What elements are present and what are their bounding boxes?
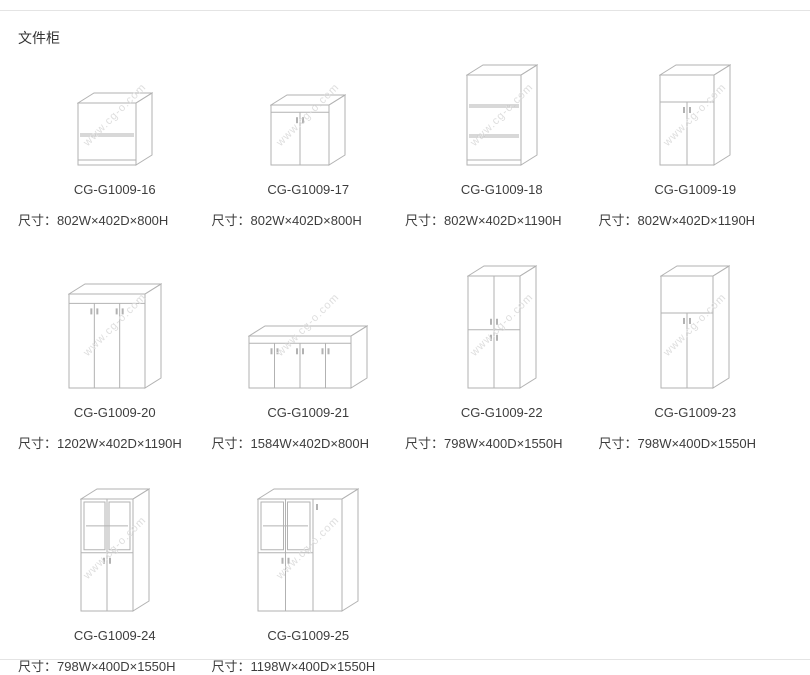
cabinet-drawing	[465, 64, 538, 166]
product-card[interactable]: www.cg-o.com CG-G1009-16 尺寸：802W×402D×80…	[18, 64, 212, 229]
cabinet-drawing	[76, 92, 153, 166]
product-model: CG-G1009-25	[267, 628, 350, 643]
product-figure: www.cg-o.com	[18, 484, 212, 612]
cabinet-drawing	[660, 265, 731, 389]
product-size: 尺寸：798W×400D×1550H	[405, 436, 563, 451]
product-figure: www.cg-o.com	[18, 64, 212, 166]
product-model: CG-G1009-20	[73, 405, 156, 420]
top-divider	[0, 10, 810, 11]
product-card[interactable]: www.cg-o.com CG-G1009-23 尺寸：798W×400D×15…	[599, 261, 793, 452]
product-figure: www.cg-o.com	[599, 261, 793, 389]
product-size: 尺寸：1584W×402D×800H	[211, 436, 370, 451]
product-model: CG-G1009-17	[267, 182, 350, 197]
product-model: CG-G1009-23	[654, 405, 737, 420]
product-card[interactable]: www.cg-o.com CG-G1009-24 尺寸：798W×400D×15…	[18, 484, 212, 675]
product-size: 尺寸：802W×402D×800H	[18, 213, 169, 228]
product-card[interactable]: www.cg-o.com CG-G1009-22 尺寸：798W×400D×15…	[405, 261, 599, 452]
product-card[interactable]: www.cg-o.com CG-G1009-20 尺寸：1202W×402D×1…	[18, 261, 212, 452]
product-model: CG-G1009-19	[654, 182, 737, 197]
product-card[interactable]: www.cg-o.com CG-G1009-18 尺寸：802W×402D×11…	[405, 64, 599, 229]
bottom-divider	[0, 659, 810, 660]
cabinet-drawing	[466, 265, 537, 389]
product-model: CG-G1009-21	[267, 405, 350, 420]
product-card[interactable]: www.cg-o.com CG-G1009-25 尺寸：1198W×400D×1…	[212, 484, 406, 675]
product-model: CG-G1009-16	[73, 182, 156, 197]
cabinet-drawing	[67, 283, 162, 389]
product-size: 尺寸：798W×400D×1550H	[598, 436, 757, 451]
cabinet-drawing	[270, 94, 347, 166]
product-figure: www.cg-o.com	[599, 64, 793, 166]
cabinet-drawing	[257, 488, 360, 612]
product-size: 尺寸：1202W×402D×1190H	[18, 436, 182, 451]
product-card[interactable]: www.cg-o.com CG-G1009-17 尺寸：802W×402D×80…	[212, 64, 406, 229]
product-figure: www.cg-o.com	[405, 261, 599, 389]
product-size: 尺寸：802W×402D×1190H	[598, 213, 756, 228]
product-card[interactable]: www.cg-o.com CG-G1009-19 尺寸：802W×402D×11…	[599, 64, 793, 229]
product-figure: www.cg-o.com	[212, 261, 406, 389]
cabinet-drawing	[659, 64, 732, 166]
category-title: 文件柜	[18, 30, 60, 46]
product-size: 尺寸：802W×402D×800H	[211, 213, 362, 228]
product-model: CG-G1009-18	[460, 182, 543, 197]
product-figure: www.cg-o.com	[212, 64, 406, 166]
product-figure: www.cg-o.com	[405, 64, 599, 166]
product-model: CG-G1009-22	[460, 405, 543, 420]
product-figure: www.cg-o.com	[212, 484, 406, 612]
cabinet-drawing	[248, 325, 369, 389]
product-grid: www.cg-o.com CG-G1009-16 尺寸：802W×402D×80…	[18, 64, 792, 675]
cabinet-drawing	[79, 488, 150, 612]
product-card[interactable]: www.cg-o.com CG-G1009-21 尺寸：1584W×402D×8…	[212, 261, 406, 452]
product-model: CG-G1009-24	[73, 628, 156, 643]
product-size: 尺寸：802W×402D×1190H	[405, 213, 562, 228]
product-figure: www.cg-o.com	[18, 261, 212, 389]
